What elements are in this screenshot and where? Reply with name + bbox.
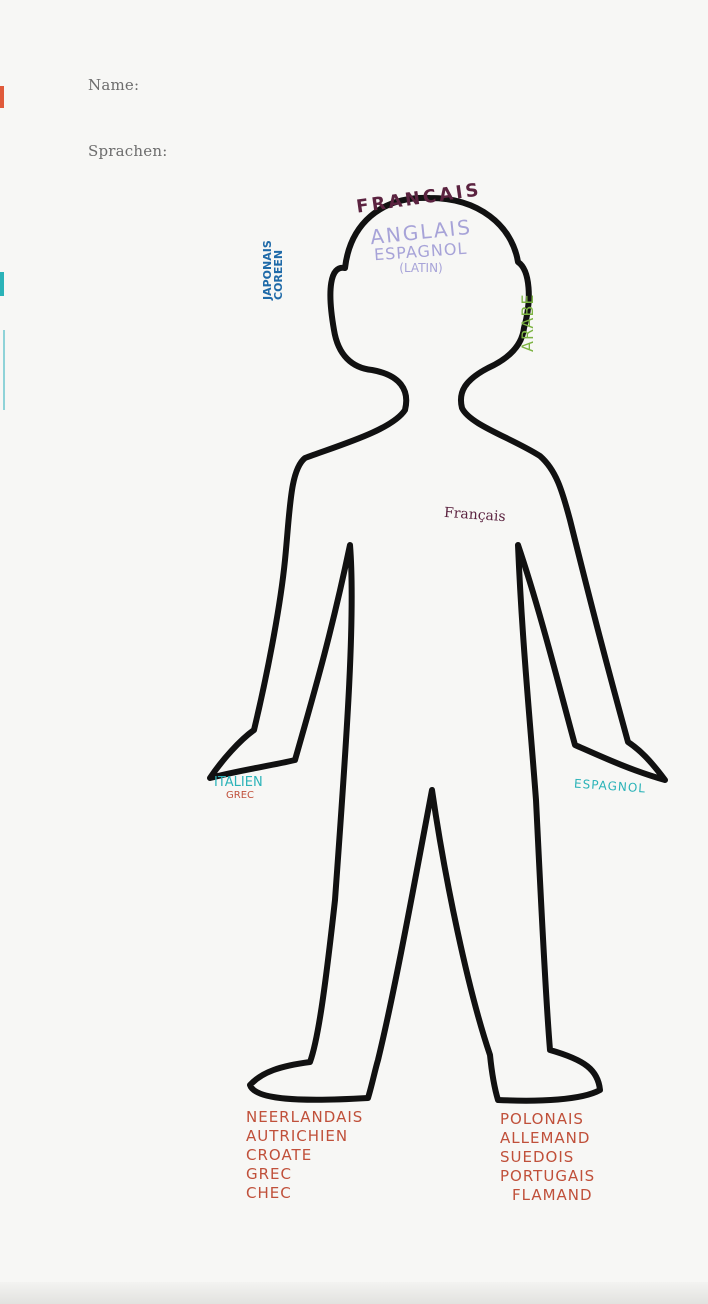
chest-annotation: Français [444,506,506,524]
right-foot-annotation-3: SUEDOIS [500,1150,595,1165]
page-bottom-edge [0,1282,708,1304]
left-foot-annotation-1: NEERLANDAIS [246,1110,363,1125]
right-foot-annotation-group: POLONAIS ALLEMAND SUEDOIS PORTUGAIS FLAM… [500,1112,595,1203]
right-foot-annotation-1: POLONAIS [500,1112,595,1127]
left-hand-annotation-group: ITALIEN GREC [214,776,263,801]
left-foot-annotation-5: CHEC [246,1186,363,1201]
left-ear-annotation-group: JAPONAIS COREEN [262,240,284,300]
left-hand-annotation-1: ITALIEN [214,776,263,789]
left-ear-annotation-2: COREEN [273,240,284,300]
right-foot-annotation-4: PORTUGAIS [500,1169,595,1184]
head-annotation-2: ESPAGNOL [374,241,468,263]
left-foot-annotation-group: NEERLANDAIS AUTRICHIEN CROATE GREC CHEC [246,1110,363,1201]
right-ear-annotation: ARABE [520,294,536,352]
right-foot-annotation-2: ALLEMAND [500,1131,595,1146]
head-center-annotation-group: ANGLAIS ESPAGNOL (LATIN) [370,222,472,274]
left-hand-annotation-2: GREC [226,791,263,801]
head-annotation-3: (LATIN) [399,262,442,274]
left-foot-annotation-3: CROATE [246,1148,363,1163]
body-outline [210,198,665,1101]
right-foot-annotation-5: FLAMAND [512,1188,595,1203]
left-foot-annotation-2: AUTRICHIEN [246,1129,363,1144]
left-foot-annotation-4: GREC [246,1167,363,1182]
